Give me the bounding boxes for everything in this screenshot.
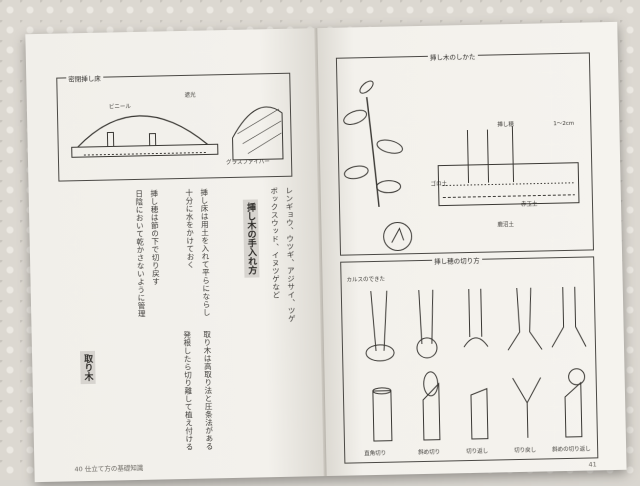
body-column-1: レンギョウ、ウツギ、アジサイ、ツゲ	[284, 186, 297, 323]
section-heading-layering: 取り木	[79, 350, 96, 385]
cut-label-diagonal: 斜め切り	[418, 449, 441, 457]
cut-label-return: 切り返し	[466, 448, 489, 456]
body-column-8: 発根したら切り離して植え付ける	[182, 330, 195, 451]
fig1-label-cutting: 挿し穂	[497, 122, 514, 129]
body-column-2: ボックスウッド、イヌツゲなど	[269, 186, 281, 300]
right-page-folio: 41	[588, 460, 597, 469]
body-column-7: 取り木は高取り法と圧条法がある	[202, 330, 215, 451]
right-page: 挿し木のしかた 挿し穂 ゴロ土 赤玉土 1〜2cm 鹿沼土 挿し穂の切り方 カル…	[317, 21, 627, 477]
figure-label-vinyl: ビニール	[108, 104, 131, 111]
fig1-label-akadama: 赤玉土	[520, 201, 538, 208]
left-page: 密閉挿し床 ビニール グラスファイバー 遮光 レンギョウ、ウツギ、アジサイ、ツゲ…	[25, 28, 327, 483]
fig1-label-kanuma: 鹿沼土	[497, 222, 515, 229]
body-column-4: 十分に水をかけておく	[184, 188, 196, 269]
left-page-folio: 40 仕立て方の基礎知識	[74, 463, 144, 474]
figure-label-shade: 遮光	[184, 92, 196, 99]
tunnel-diagram	[71, 106, 284, 161]
figure-label-glassfiber: グラスファイバー	[226, 159, 270, 167]
fig1-label-gravel: ゴロ土	[430, 181, 448, 188]
section-heading-cutting-care: 挿し木の手入れ方	[242, 199, 260, 278]
cut-label-right-angle: 直角切り	[364, 450, 387, 458]
body-column-6: 日陰において乾かさないように管理	[134, 189, 147, 318]
cut-label-back: 切り戻し	[514, 447, 537, 455]
fig1-label-depth: 1〜2cm	[553, 120, 575, 128]
cut-types-diagram	[365, 286, 587, 442]
cutting-procedure-diagram	[343, 80, 580, 251]
cut-label-diagonal-return: 斜めの切り返し	[552, 446, 591, 454]
body-column-5: 挿し穂は節の下で切り戻す	[149, 189, 161, 286]
body-column-3: 挿し床は用土を入れて平らにならし	[199, 188, 212, 317]
open-book: 密閉挿し床 ビニール グラスファイバー 遮光 レンギョウ、ウツギ、アジサイ、ツゲ…	[25, 21, 627, 486]
